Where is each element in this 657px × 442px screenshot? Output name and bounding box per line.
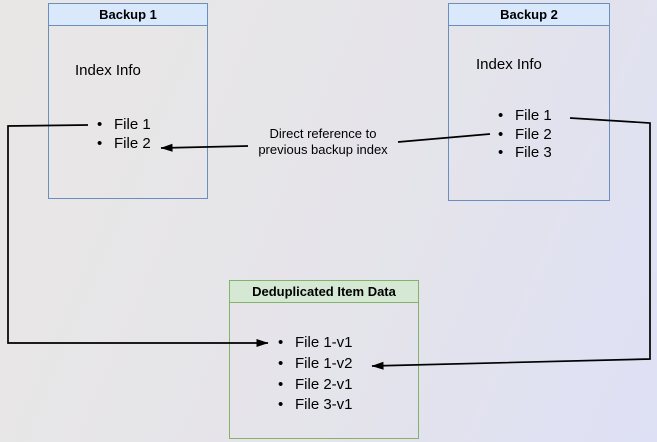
edge-label-line1: Direct reference to bbox=[269, 126, 377, 141]
backup2-title: Backup 2 bbox=[500, 6, 558, 22]
file-item: File 1-v2 bbox=[278, 354, 353, 375]
file-item: File 1-v1 bbox=[278, 333, 353, 354]
file-item: File 2 bbox=[498, 126, 552, 145]
file-item: File 1 bbox=[498, 107, 552, 126]
dedup-file-list: File 1-v1 File 1-v2 File 2-v1 File 3-v1 bbox=[278, 333, 353, 416]
backup2-file-list: File 1 File 2 File 3 bbox=[498, 107, 552, 163]
file-item: File 3 bbox=[498, 144, 552, 163]
backup1-index-info-label: Index Info bbox=[75, 62, 141, 79]
dedup-header: Deduplicated Item Data bbox=[230, 281, 418, 303]
direct-reference-edge-label: Direct reference to previous backup inde… bbox=[228, 126, 418, 158]
file-item: File 1 bbox=[97, 115, 151, 134]
backup2-index-info-label: Index Info bbox=[476, 56, 542, 73]
edge-label-line2: previous backup index bbox=[258, 142, 388, 157]
file-item: File 2-v1 bbox=[278, 375, 353, 396]
backup2-box: Backup 2 bbox=[448, 3, 610, 201]
dedup-box: Deduplicated Item Data bbox=[229, 280, 419, 439]
backup1-box: Backup 1 bbox=[48, 3, 208, 199]
backup1-file-list: File 1 File 2 bbox=[97, 115, 151, 153]
dedup-title: Deduplicated Item Data bbox=[252, 283, 396, 299]
backup1-title: Backup 1 bbox=[99, 6, 157, 22]
file-item: File 3-v1 bbox=[278, 395, 353, 416]
backup1-header: Backup 1 bbox=[49, 4, 207, 26]
backup2-header: Backup 2 bbox=[449, 4, 609, 26]
file-item: File 2 bbox=[97, 134, 151, 153]
